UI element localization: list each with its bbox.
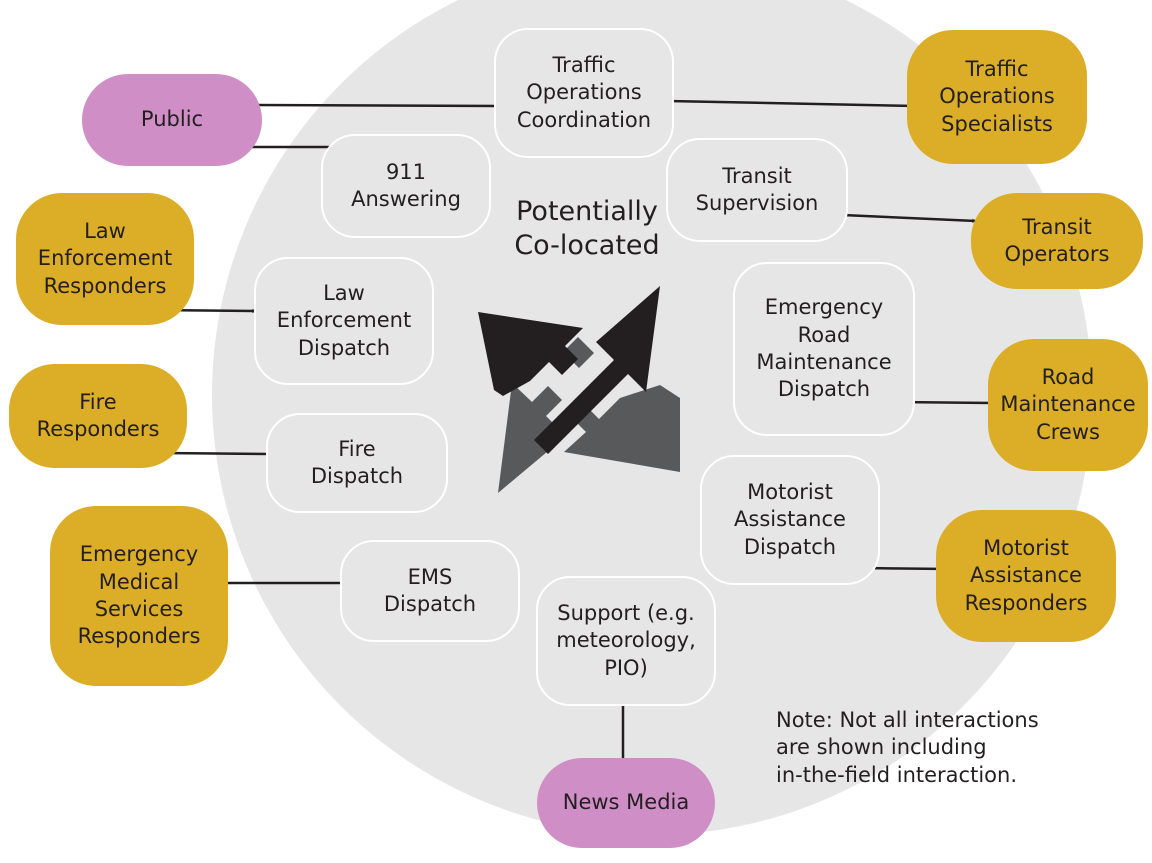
node-traffic-operations-coordination: Traffic Operations Coordination xyxy=(494,28,674,158)
center-arrow-gray-right xyxy=(564,385,680,472)
node-911-answering: 911 Answering xyxy=(321,134,491,238)
node-motorist-assistance-responders: Motorist Assistance Responders xyxy=(936,510,1116,642)
node-fire-responders: Fire Responders xyxy=(9,364,187,468)
arrow-public-to-traffic-ops xyxy=(243,102,501,109)
node-transit-operators: Transit Operators xyxy=(971,193,1143,289)
node-ems-dispatch: EMS Dispatch xyxy=(340,540,520,642)
note-text: Note: Not all interactions are shown inc… xyxy=(776,708,1039,787)
node-law-enforcement-dispatch: Law Enforcement Dispatch xyxy=(254,257,434,385)
center-arrow-gray-lower xyxy=(498,383,566,493)
interaction-arrows-graphic xyxy=(478,286,680,493)
node-ems-responders: Emergency Medical Services Responders xyxy=(50,506,228,686)
node-fire-dispatch: Fire Dispatch xyxy=(266,413,448,513)
node-transit-supervision: Transit Supervision xyxy=(666,138,848,242)
center-arrow-dark-right xyxy=(534,286,660,454)
node-public: Public xyxy=(82,74,262,166)
node-support: Support (e.g. meteorology, PIO) xyxy=(536,576,716,706)
node-traffic-operations-specialists: Traffic Operations Specialists xyxy=(907,30,1087,164)
arrow-fire-responders-to-dispatch xyxy=(161,450,271,457)
co-located-label: Potentially Co-located xyxy=(514,196,660,261)
center-arrow-dark-left xyxy=(478,312,583,396)
node-motorist-assistance-dispatch: Motorist Assistance Dispatch xyxy=(700,455,880,585)
node-news-media: News Media xyxy=(537,758,715,848)
center-arrow-gray-middle xyxy=(563,337,594,368)
node-road-maintenance-crews: Road Maintenance Crews xyxy=(988,339,1148,471)
node-emergency-road-maintenance-dispatch: Emergency Road Maintenance Dispatch xyxy=(733,262,915,436)
node-law-enforcement-responders: Law Enforcement Responders xyxy=(16,193,194,325)
arrow-traffic-ops-to-specialists xyxy=(667,98,917,109)
